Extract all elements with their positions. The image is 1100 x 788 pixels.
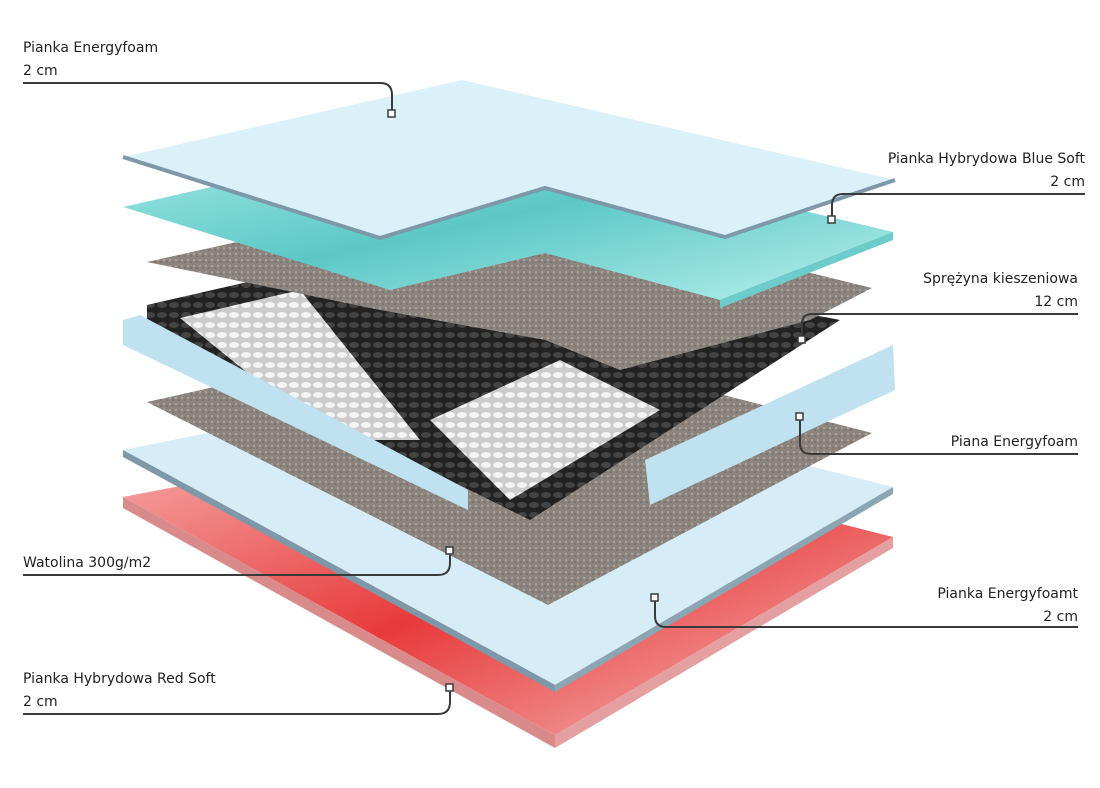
layer-size: 12 cm <box>1034 294 1078 310</box>
layer-energyfoam-top <box>122 80 896 241</box>
layer-name: Pianka Energyfoam <box>23 40 159 56</box>
layer-size: 2 cm <box>23 694 58 710</box>
label-watolina: Watolina 300g/m2 <box>23 552 151 575</box>
label-piana-energyfoam: Piana Energyfoam <box>951 431 1078 454</box>
callout-markers <box>387 109 836 692</box>
layer-name: Watolina 300g/m2 <box>23 555 152 571</box>
callout-lines <box>23 82 1085 715</box>
layer-name: Pianka Hybrydowa Red Soft <box>23 671 216 687</box>
layer-name: Pianka Energyfoamt <box>937 586 1078 602</box>
label-blue-soft: Pianka Hybrydowa Blue Soft 2 cm <box>888 148 1085 194</box>
label-pocket-springs: Sprężyna kieszeniowa 12 cm <box>923 268 1078 314</box>
label-energyfoam-top: Pianka Energyfoam 2 cm <box>23 37 158 83</box>
label-red-soft: Pianka Hybrydowa Red Soft 2 cm <box>23 668 216 714</box>
layer-size: 2 cm <box>23 63 58 79</box>
label-energyfoam-bottom: Pianka Energyfoamt 2 cm <box>937 583 1078 629</box>
layer-size: 2 cm <box>1050 174 1085 190</box>
layer-name: Piana Energyfoam <box>950 434 1078 450</box>
layer-name: Pianka Hybrydowa Blue Soft <box>887 151 1085 167</box>
layer-size: 2 cm <box>1043 609 1078 625</box>
layer-name: Sprężyna kieszeniowa <box>923 271 1078 287</box>
